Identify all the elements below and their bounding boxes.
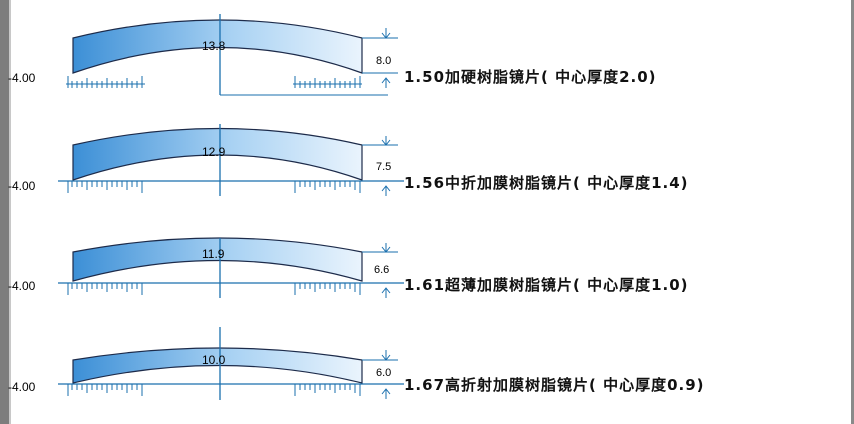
lens-power-label: -4.00 (8, 279, 36, 293)
left-ruler (66, 76, 145, 88)
right-ruler (294, 181, 361, 193)
lens-power-label: -4.00 (8, 179, 36, 193)
left-ruler (67, 384, 143, 396)
edge-thickness-value: 6.6 (374, 264, 389, 276)
left-frame-edge (9, 0, 11, 424)
center-thickness-value: 11.9 (202, 247, 225, 261)
lens-title: 1.56中折加膜树脂镜片( 中心厚度1.4) (404, 174, 689, 192)
lens-cross-section (72, 237, 363, 282)
edge-thickness-value: 8.0 (376, 55, 391, 67)
center-thickness-value: 10.0 (202, 353, 226, 367)
right-frame-edge (851, 0, 854, 424)
center-thickness-value: 12.9 (202, 145, 226, 159)
lens-row-1: -4.00 13.8 8.0 1.50加硬树脂镜片( 中心厚度2.0) (8, 14, 657, 96)
edge-dimension (362, 28, 398, 88)
lens-row-3: -4.00 11.9 6.6 1.61超薄加膜树脂镜片( 中心厚度1.0) (8, 237, 689, 298)
edge-thickness-value: 7.5 (376, 161, 391, 173)
left-frame-bar (0, 0, 9, 424)
lens-cross-section (72, 127, 363, 181)
right-ruler (293, 76, 362, 88)
edge-dimension (362, 136, 398, 196)
lens-row-2: -4.00 12.9 7.5 1.56中折加膜树脂镜片( 中心厚度1.4) (8, 124, 689, 196)
center-thickness-value: 13.8 (202, 39, 226, 53)
lens-power-label: -4.00 (8, 71, 36, 85)
lens-row-4: -4.00 10.0 6.0 1.67高折射加膜树脂镜片( 中心厚度0.9) (8, 327, 705, 400)
edge-thickness-value: 6.0 (376, 367, 391, 379)
right-ruler (294, 384, 361, 396)
lens-title: 1.50加硬树脂镜片( 中心厚度2.0) (404, 68, 657, 86)
left-ruler (67, 283, 143, 295)
edge-dimension (362, 243, 398, 298)
edge-dimension (362, 350, 398, 399)
lens-title: 1.67高折射加膜树脂镜片( 中心厚度0.9) (404, 376, 705, 394)
lens-power-label: -4.00 (8, 380, 36, 394)
right-ruler (294, 283, 361, 295)
lens-title: 1.61超薄加膜树脂镜片( 中心厚度1.0) (404, 276, 689, 294)
left-ruler (67, 181, 143, 193)
lens-cross-section (72, 347, 363, 384)
